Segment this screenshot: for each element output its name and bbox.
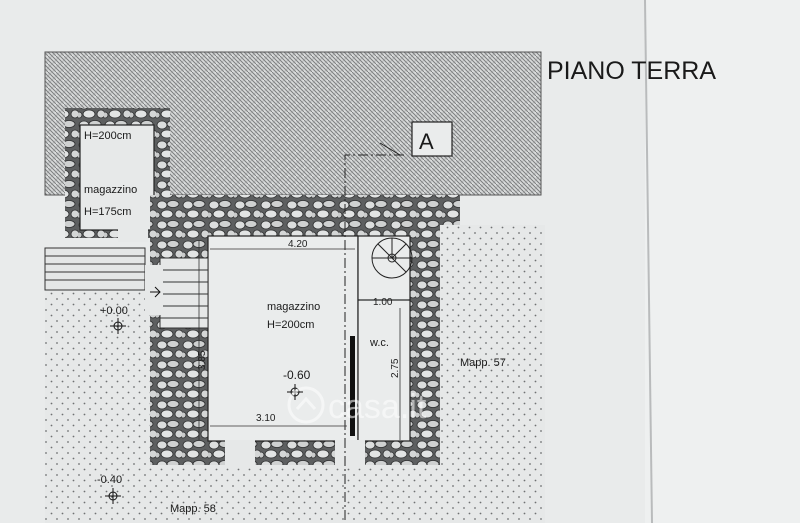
left-storage-room [79,124,155,231]
dim-wc-width: 1.00 [373,297,393,308]
wc-partition [350,336,355,436]
main-room-name: magazzino [267,301,320,313]
parcel-east: Mapp. 57 [460,357,506,369]
section-line [344,142,405,520]
dim-wc-depth: 2.75 [390,358,401,378]
home-icon [287,386,325,424]
dim-left-depth: 3.85 [197,350,208,370]
svg-text:casa.it: casa.it [328,388,427,426]
level-marker-icon [105,488,121,504]
level-marker-icon [110,318,126,334]
entrance-opening [145,265,163,315]
parcel-south: Mapp. 58 [170,503,216,515]
level-entrance: +0.00 [100,305,128,317]
section-marker-label: A [419,129,434,154]
dim-bottom-width: 3.10 [256,413,276,424]
left-room-height-2: H=175cm [84,206,131,218]
exterior-stairs [44,247,146,291]
window-opening [335,440,365,465]
left-room-height: H=200cm [84,130,131,142]
section-marker-box [411,121,453,157]
main-room-height: H=200cm [267,319,314,331]
left-room-name: magazzino [84,184,137,196]
entrance-steps [159,257,209,329]
window-opening [225,440,255,465]
spiral-staircase-icon [371,237,413,279]
dotted-ground [45,225,545,523]
main-storage-room [207,235,359,442]
page-fold [644,0,653,523]
dim-top-width: 4.20 [288,239,308,250]
left-storage-opening [118,228,148,242]
level-floor: -0.60 [283,368,311,382]
dimension-lines [198,240,408,440]
right-page [645,0,800,523]
watermark: casa.it [287,386,427,426]
wc-label: w.c. [369,337,389,349]
dotted-ground-south [150,465,440,523]
plan-title: PIANO TERRA [547,57,716,85]
level-outside: -0.40 [97,474,122,486]
wc-room [357,235,411,442]
entrance-arrow-icon [150,286,161,298]
